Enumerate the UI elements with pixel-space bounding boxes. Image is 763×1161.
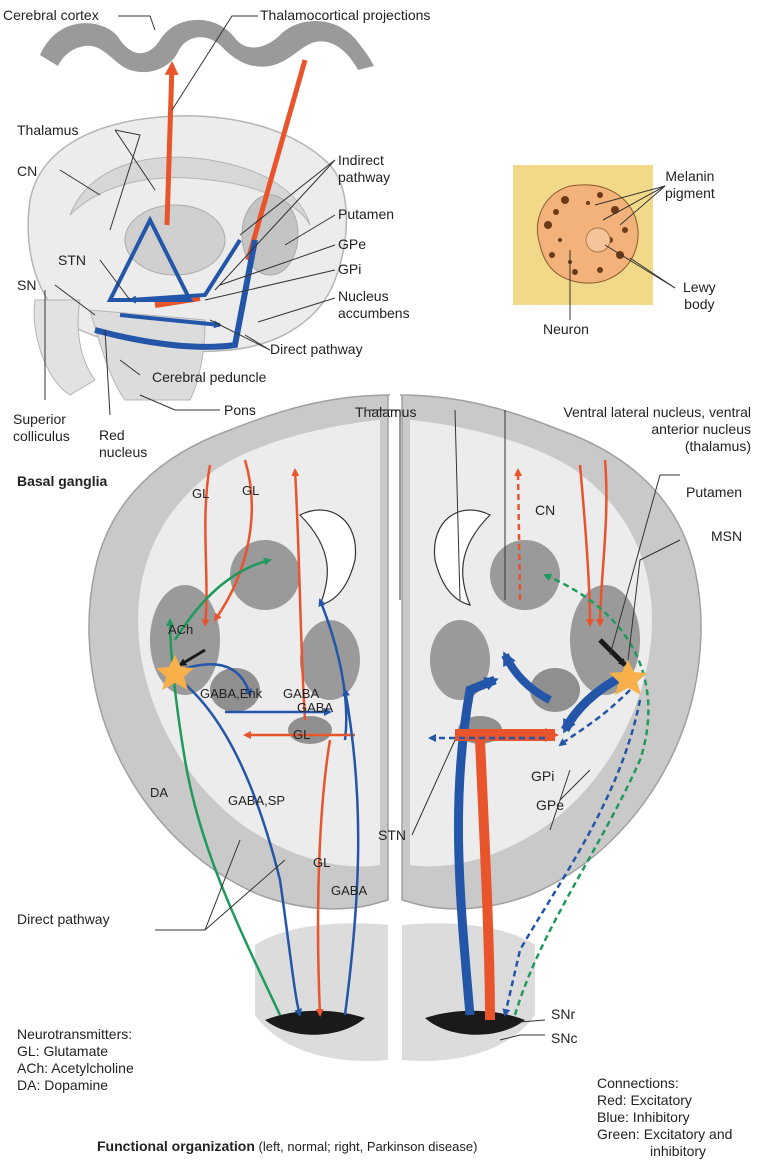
label-neuron: Neuron [543,321,589,338]
label-gpi-bottom: GPi [531,768,554,785]
label-pons: Pons [224,402,256,419]
legend-gl: GL: Glutamate [17,1043,134,1060]
label-thalamocortical-projections: Thalamocortical projections [260,7,430,24]
neurotransmitters-title: Neurotransmitters: [17,1026,134,1043]
label-thalamus-top: Thalamus [17,122,78,139]
neurotransmitters-legend: Neurotransmitters: GL: Glutamate ACh: Ac… [17,1026,134,1094]
legend-ach: ACh: Acetylcholine [17,1060,134,1077]
label-ach: ACh [168,622,193,637]
label-gl-3: GL [293,727,310,742]
label-stn-bottom: STN [378,827,406,844]
label-gaba-3: GABA [331,883,367,898]
caption-bold: Functional organization [97,1138,255,1154]
label-thalamus-bottom: Thalamus [355,404,416,421]
label-sn-top: SN [17,277,36,294]
label-melanin-pigment: Melanin pigment [665,168,715,202]
section-title-basal-ganglia: Basal ganglia [17,473,107,490]
label-direct-pathway-bottom: Direct pathway [17,911,110,928]
label-putamen-top: Putamen [338,206,394,223]
label-gl-4: GL [313,855,330,870]
cerebral-cortex-strip [40,20,374,72]
label-cerebral-peduncle: Cerebral peduncle [152,369,266,386]
left-caudate [230,540,300,610]
legend-red: Red: Excitatory [597,1092,732,1109]
label-red-nucleus: Red nucleus [99,427,147,461]
label-gpe-top: GPe [338,236,366,253]
label-direct-pathway-top: Direct pathway [270,341,363,358]
label-da: DA [150,785,168,800]
right-caudate [490,540,560,610]
label-cn-bottom: CN [535,502,555,519]
legend-blue: Blue: Inhibitory [597,1109,732,1126]
label-snr: SNr [551,1006,575,1023]
label-gl-2: GL [242,483,259,498]
figure-caption: Functional organization (left, normal; r… [97,1139,477,1154]
label-cerebral-cortex: Cerebral cortex [3,7,99,24]
label-stn-top: STN [58,252,86,269]
label-nucleus-accumbens: Nucleus accumbens [338,288,410,322]
label-snc: SNc [551,1030,577,1047]
label-gaba-enk: GABA,Enk [200,686,262,701]
label-cn-top: CN [17,163,37,180]
label-superior-colliculus: Superior colliculus [13,411,70,445]
label-gpe-bottom: GPe [536,797,564,814]
label-gaba-2: GABA [297,700,333,715]
left-putamen [150,585,220,695]
label-indirect-pathway: Indirect pathway [338,152,390,186]
label-gaba-sp: GABA,SP [228,793,285,808]
label-lewy-body: Lewy body [683,279,716,313]
connections-title: Connections: [597,1075,732,1092]
label-gpi-top: GPi [338,261,361,278]
label-msn: MSN [711,528,742,545]
legend-green-2: inhibitory [597,1143,732,1160]
legend-green: Green: Excitatory and [597,1126,732,1143]
label-gaba-1: GABA [283,686,319,701]
label-putamen-bottom: Putamen [686,484,742,501]
label-gl-1: GL [192,486,209,501]
legend-da: DA: Dopamine [17,1077,134,1094]
label-vl-va-thalamus: Ventral lateral nucleus, ventral anterio… [510,404,751,455]
lewy-body-shape [586,228,610,252]
connections-legend: Connections: Red: Excitatory Blue: Inhib… [597,1075,732,1160]
neuron-inset [513,165,675,320]
left-brainstem [255,923,388,1061]
coronal-section-right [400,395,701,1061]
caption-rest: (left, normal; right, Parkinson disease) [255,1139,478,1154]
